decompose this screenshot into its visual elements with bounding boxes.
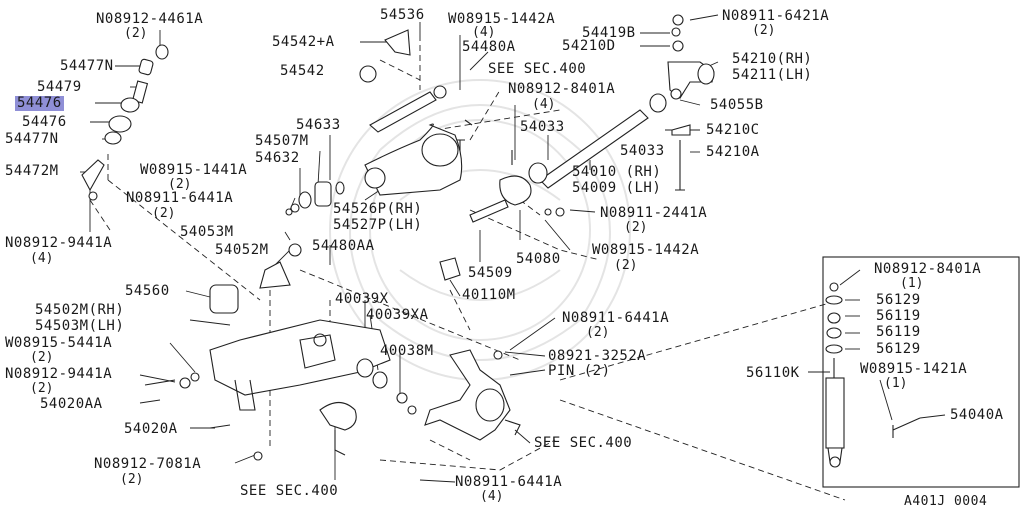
label-54009-lh: 54009 (LH): [572, 180, 662, 196]
label-54542-plus-a: 54542+A: [272, 34, 335, 50]
label-n08912-8401a-top: N08912-8401A: [508, 81, 616, 97]
label-54527p-lh: 54527P(LH): [333, 217, 423, 233]
label-n08912-8401a-box: N08912-8401A: [874, 261, 982, 277]
label-w08915-1442a-top: W08915-1442A: [448, 11, 556, 27]
label-w08915-5441a: W08915-5441A: [5, 335, 113, 351]
label-pin-2: PIN (2): [548, 363, 611, 379]
label-40038m: 40038M: [380, 343, 434, 359]
label-n08911-2441a-qty: (2): [624, 220, 648, 235]
label-n08912-8401a-top-qty: (4): [532, 97, 556, 112]
label-n08911-6441a-bottom-qty: (4): [480, 489, 504, 504]
label-w08915-5441a-qty: (2): [30, 350, 54, 365]
label-54033-b: 54033: [620, 143, 665, 159]
label-54479: 54479: [37, 79, 82, 95]
label-54476-highlighted: 54476: [15, 95, 64, 111]
label-w08915-1441a-qty: (2): [168, 177, 192, 192]
label-54526p-rh: 54526P(RH): [333, 201, 423, 217]
shock-absorber-box: [822, 256, 1020, 488]
label-08921-3252a: 08921-3252A: [548, 348, 647, 364]
label-54020a: 54020A: [124, 421, 178, 437]
label-n08912-9441a-left-qty: (4): [30, 251, 54, 266]
label-54020aa: 54020AA: [40, 396, 103, 412]
label-54211-lh: 54211(LH): [732, 67, 813, 83]
label-w08915-1421a: W08915-1421A: [860, 361, 968, 377]
label-56119-a: 56119: [876, 308, 921, 324]
upper-link-parts: [285, 29, 473, 216]
right-arm-parts: [667, 14, 715, 191]
label-n08912-9441a-left: N08912-9441A: [5, 235, 113, 251]
label-54477n-bottom: 54477N: [5, 131, 59, 147]
label-40110m: 40110M: [462, 287, 516, 303]
label-54633: 54633: [296, 117, 341, 133]
label-w08915-1442a-mid: W08915-1442A: [592, 242, 700, 258]
diagram-ref-code: A401J 0004: [904, 494, 988, 509]
label-w08915-1441a: W08915-1441A: [140, 162, 248, 178]
label-n08911-6441a-bottom: N08911-6441A: [455, 474, 563, 490]
label-40039xa: 40039XA: [366, 307, 429, 323]
label-54480a: 54480A: [462, 39, 516, 55]
label-54560: 54560: [125, 283, 170, 299]
label-54210a: 54210A: [706, 144, 760, 160]
label-54503m-lh: 54503M(LH): [35, 318, 125, 334]
label-56119-b: 56119: [876, 324, 921, 340]
label-w08915-1442a-mid-qty: (2): [614, 258, 638, 273]
label-n08912-4461a: N08912-4461A: [96, 11, 204, 27]
label-54507m: 54507M: [255, 133, 309, 149]
shaft-parts: [469, 93, 667, 223]
label-54536: 54536: [380, 7, 425, 23]
label-n08912-8401a-box-qty: (1): [900, 276, 924, 291]
label-54480aa: 54480AA: [312, 238, 375, 254]
label-see-sec-400-right: SEE SEC.400: [534, 435, 633, 451]
label-w08915-1442a-top-qty: (4): [472, 25, 496, 40]
label-n08912-9441a-bottom-qty: (2): [30, 381, 54, 396]
label-n08911-6441a-mid-qty: (2): [586, 325, 610, 340]
label-w08915-1421a-qty: (1): [884, 376, 908, 391]
label-n08912-4461a-qty: (2): [124, 26, 148, 41]
label-n08911-6421a: N08911-6421A: [722, 8, 830, 24]
label-56129-b: 56129: [876, 341, 921, 357]
label-see-sec-400-bottom: SEE SEC.400: [240, 483, 339, 499]
label-54033-a: 54033: [520, 119, 565, 135]
label-n08912-9441a-bottom: N08912-9441A: [5, 366, 113, 382]
label-54053m: 54053M: [180, 224, 234, 240]
label-n08911-6441a-mid: N08911-6441A: [562, 310, 670, 326]
label-54632: 54632: [255, 150, 300, 166]
label-54476: 54476: [22, 114, 67, 130]
label-56129-a: 56129: [876, 292, 921, 308]
label-54210d: 54210D: [562, 38, 616, 54]
label-54472m: 54472M: [5, 163, 59, 179]
label-n08911-6441a-left: N08911-6441A: [126, 190, 234, 206]
shock-absorber-parts: [825, 282, 921, 468]
label-54210-rh: 54210(RH): [732, 51, 813, 67]
stabilizer-link-parts: [81, 44, 169, 201]
label-54542: 54542: [280, 63, 325, 79]
label-54010-rh: 54010 (RH): [572, 164, 662, 180]
lower-arm-parts: [144, 243, 521, 461]
label-n08911-6441a-left-qty: (2): [152, 206, 176, 221]
label-n08912-7081a-qty: (2): [120, 472, 144, 487]
label-54210c: 54210C: [706, 122, 760, 138]
label-54055b: 54055B: [710, 97, 764, 113]
label-56110k: 56110K: [746, 365, 800, 381]
label-54477n-top: 54477N: [60, 58, 114, 74]
label-n08911-6421a-qty: (2): [752, 23, 776, 38]
label-40039x: 40039X: [335, 291, 389, 307]
label-54419b: 54419B: [582, 25, 636, 41]
label-54040a: 54040A: [950, 407, 1004, 423]
label-54509: 54509: [468, 265, 513, 281]
label-54502m-rh: 54502M(RH): [35, 302, 125, 318]
label-54080: 54080: [516, 251, 561, 267]
label-see-sec-400-top: SEE SEC.400: [488, 61, 587, 77]
label-n08911-2441a: N08911-2441A: [600, 205, 708, 221]
label-n08912-7081a: N08912-7081A: [94, 456, 202, 472]
label-54052m: 54052M: [215, 242, 269, 258]
